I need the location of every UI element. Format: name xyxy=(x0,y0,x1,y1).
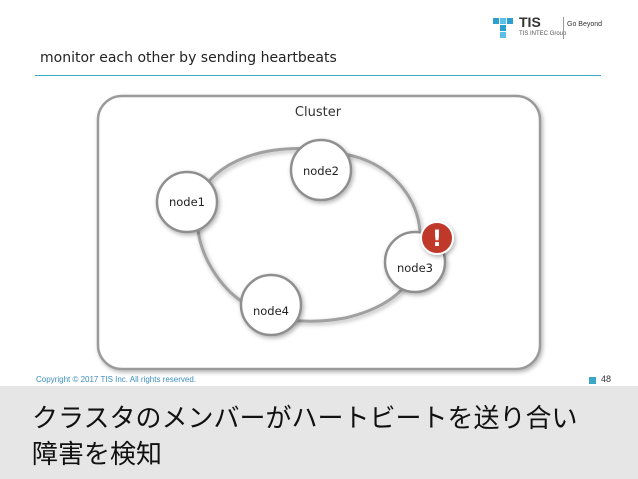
node-label: node1 xyxy=(169,195,205,209)
tis-logo: TIS TIS INTEC Group Go Beyond xyxy=(491,14,609,44)
node-label: node2 xyxy=(303,164,339,178)
page-number: 48 xyxy=(601,374,612,384)
cluster-boundary xyxy=(96,94,542,371)
node-node2[interactable]: node2 xyxy=(289,138,353,202)
caption-line-1: クラスタのメンバーがハートビートを送り合い xyxy=(32,404,578,434)
alert-badge-text: ! xyxy=(432,227,442,252)
title-rule xyxy=(35,75,601,76)
node-label: node3 xyxy=(397,261,433,275)
caption-band xyxy=(0,386,638,479)
caption-line-2: 障害を検知 xyxy=(32,440,163,470)
node-node4[interactable]: node4 xyxy=(239,273,303,337)
alert-icon: ! xyxy=(420,221,454,255)
tis-logo-mark-icon xyxy=(493,18,513,38)
cluster-label: Cluster xyxy=(295,105,342,120)
logo-tagline: Go Beyond xyxy=(567,21,603,28)
node-label: node4 xyxy=(253,304,289,318)
logo-brand: TIS xyxy=(519,14,541,30)
slide-title: monitor each other by sending heartbeats xyxy=(40,50,337,66)
copyright-text: Copyright © 2017 TIS Inc. All rights res… xyxy=(36,375,197,384)
logo-group: TIS INTEC Group xyxy=(519,31,567,37)
node-node1[interactable]: node1 xyxy=(155,170,219,234)
page-marker xyxy=(589,377,596,384)
logo-separator xyxy=(563,17,564,39)
